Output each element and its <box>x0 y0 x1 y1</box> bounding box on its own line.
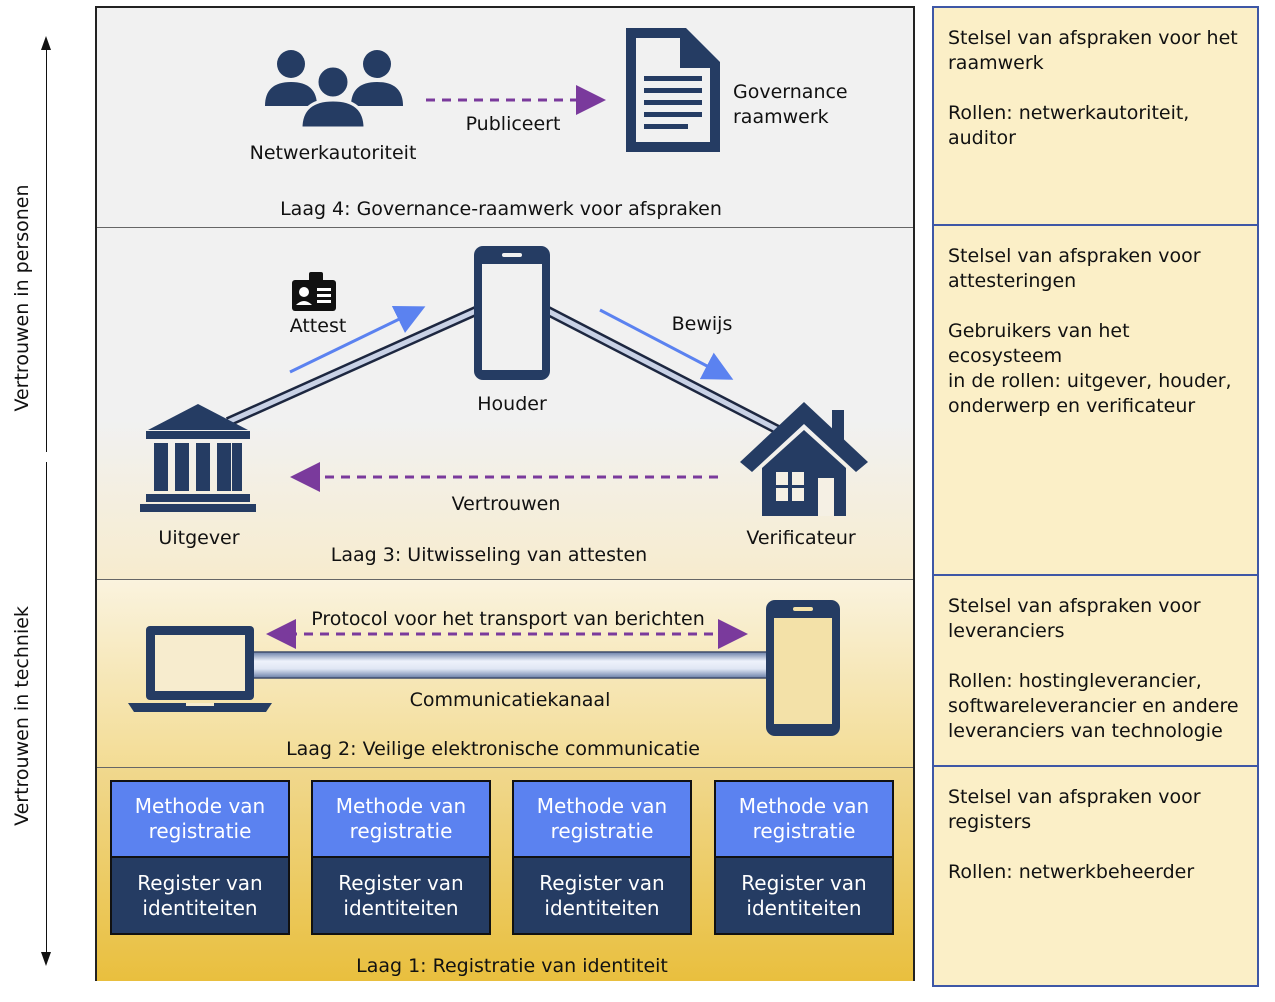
laptop-icon <box>128 626 272 712</box>
registration-method-box: Methode van registratie <box>716 782 892 858</box>
bank-icon <box>140 404 256 512</box>
registration-column: Methode van registratie Register van ide… <box>311 780 491 935</box>
registration-column: Methode van registratie Register van ide… <box>714 780 894 935</box>
holder-label: Houder <box>477 393 547 415</box>
identity-register-box: Register van identiteiten <box>112 858 288 933</box>
attestation-agreements-box: Stelsel van afspraken voor attesteringen… <box>932 224 1259 576</box>
axis-arrow-line <box>46 40 47 960</box>
trust-label: Vertrouwen <box>451 493 561 515</box>
id-card-icon <box>292 272 336 311</box>
channel-label: Communicatiekanaal <box>409 689 611 711</box>
identity-register-box: Register van identiteiten <box>716 858 892 933</box>
protocol-label: Protocol voor het transport van berichte… <box>311 608 705 630</box>
layer-4-title: Laag 4: Governance-raamwerk voor afsprak… <box>280 198 722 220</box>
phone-icon <box>766 600 840 736</box>
holder-phone-icon <box>474 246 550 380</box>
verifier-label: Verificateur <box>746 527 856 549</box>
proof-label: Bewijs <box>671 313 733 335</box>
document-icon <box>626 28 720 152</box>
layer-2-title: Laag 2: Veilige elektronische communicat… <box>286 738 700 760</box>
axis-gap <box>38 452 56 462</box>
registration-method-box: Methode van registratie <box>112 782 288 858</box>
people-icon <box>265 50 403 130</box>
framework-agreements-box: Stelsel van afspraken voor het raamwerk … <box>932 6 1259 226</box>
actor-label: Netwerkautoriteit <box>249 142 417 164</box>
registration-column: Methode van registratie Register van ide… <box>110 780 290 935</box>
attest-arrow <box>289 305 426 374</box>
issuer-label: Uitgever <box>158 527 240 549</box>
document-label: Governance raamwerk <box>733 81 848 128</box>
identity-register-box: Register van identiteiten <box>313 858 489 933</box>
layer-3-title: Laag 3: Uitwisseling van attesten <box>330 544 648 566</box>
issuer-holder-link <box>225 305 481 427</box>
supplier-agreements-box: Stelsel van afspraken voor leveranciers … <box>932 574 1259 767</box>
attest-label: Attest <box>289 315 347 337</box>
registration-column: Methode van registratie Register van ide… <box>512 780 692 935</box>
layer-1-title: Laag 1: Registratie van identiteit <box>356 955 668 977</box>
identity-register-box: Register van identiteiten <box>514 858 690 933</box>
proof-arrow <box>599 308 734 380</box>
register-agreements-box: Stelsel van afspraken voor registers Rol… <box>932 765 1259 987</box>
registration-method-box: Methode van registratie <box>313 782 489 858</box>
communication-channel-tube <box>251 651 773 679</box>
holder-verifier-link <box>543 305 785 437</box>
layer-4-governance <box>97 8 913 228</box>
registration-method-box: Methode van registratie <box>514 782 690 858</box>
publish-label: Publiceert <box>465 113 561 135</box>
house-icon <box>740 402 868 516</box>
